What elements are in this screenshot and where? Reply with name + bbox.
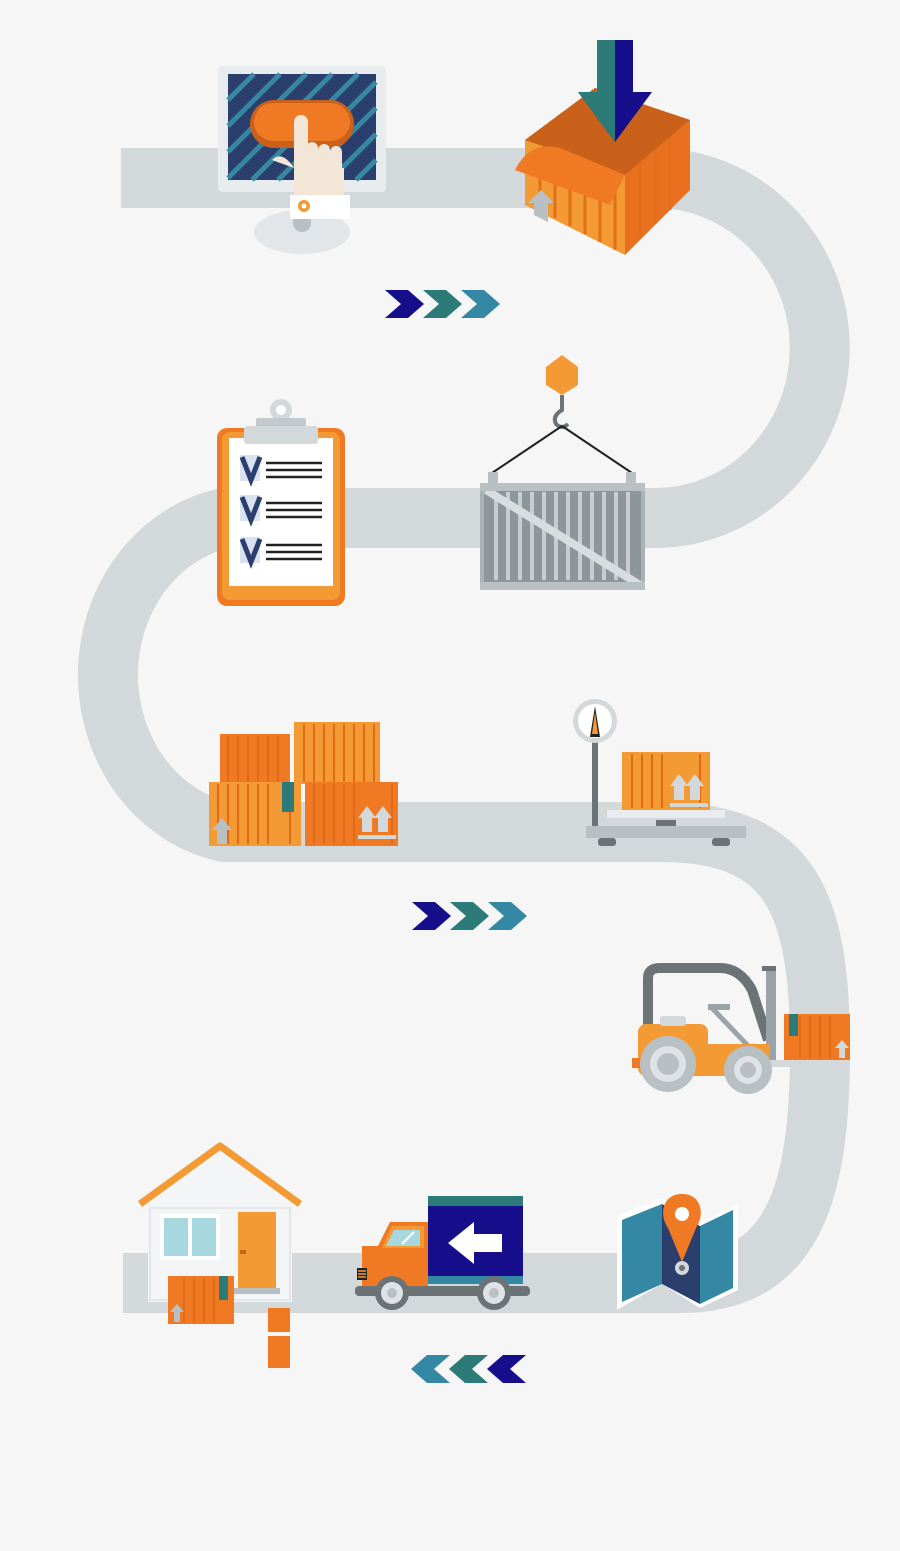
warehouse-receive-icon (515, 40, 690, 255)
map-location-pin-icon (617, 1194, 738, 1310)
weighing-scale-icon (573, 699, 746, 846)
chevrons-right-icon (412, 902, 527, 930)
crane-container-icon (480, 355, 645, 590)
chevrons-right-icon (385, 290, 500, 318)
home-delivery-icon (137, 1142, 303, 1368)
checklist-clipboard-icon (217, 399, 345, 606)
chevrons-left-icon (411, 1355, 526, 1383)
delivery-truck-icon (355, 1196, 530, 1310)
forklift-icon (632, 963, 850, 1094)
online-order-icon (218, 66, 386, 254)
stacked-cargo-boxes-icon (209, 722, 398, 846)
